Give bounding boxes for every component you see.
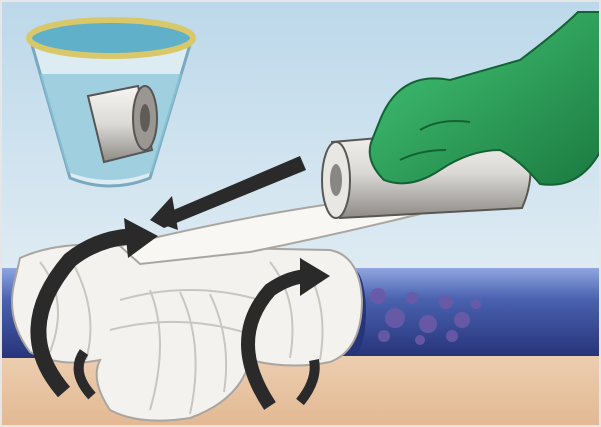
damaged-pipe-section-icon [338, 268, 601, 356]
